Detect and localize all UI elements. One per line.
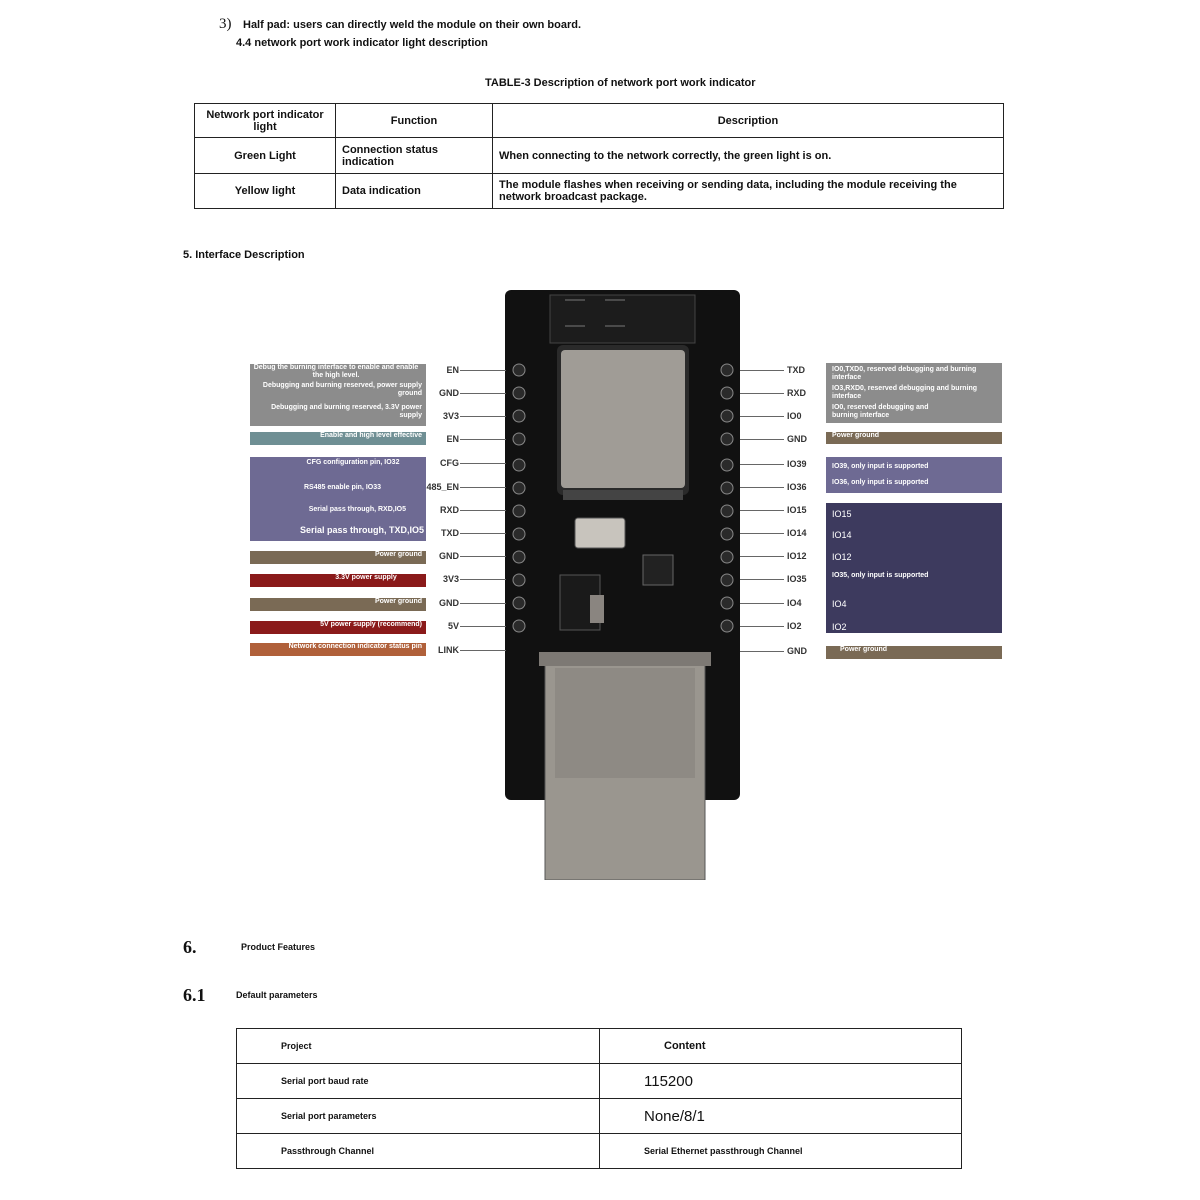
section-4-4-heading: 4.4 network port work indicator light de…: [236, 37, 488, 49]
pin-right: IO39: [787, 459, 807, 469]
pin-right: IO0: [787, 411, 802, 421]
table-header-cell: Function: [335, 103, 493, 138]
pin-right: IO2: [787, 621, 802, 631]
pin-left: EN: [446, 365, 459, 375]
label-group-purple: [250, 457, 426, 541]
table-cell: Green Light: [194, 137, 336, 174]
table3-title: TABLE-3 Description of network port work…: [485, 77, 756, 89]
item-number: 3): [219, 16, 232, 32]
label-debug-en: Debug the burning interface to enable an…: [250, 364, 426, 382]
pin-left: GND: [439, 598, 459, 608]
pin-right: GND: [787, 434, 807, 444]
table-header-row: Project Content: [236, 1028, 962, 1064]
pin-left: 485_EN: [426, 482, 459, 492]
pin-right: IO35: [787, 574, 807, 584]
table-cell: Serial port parameters: [236, 1098, 600, 1134]
section-6-1-title: Default parameters: [236, 990, 318, 1000]
pin-right: TXD: [787, 365, 805, 375]
pin-right: IO36: [787, 482, 807, 492]
label-3v3-supply: 3.3V power supply: [250, 574, 426, 587]
label-io2: IO2: [832, 622, 847, 632]
label-link: Network connection indicator status pin: [250, 643, 426, 656]
table-cell: Connection status indication: [335, 137, 493, 174]
label-txd: Serial pass through, TXD,IO5: [299, 525, 424, 535]
label-pground-1: Power ground: [250, 551, 426, 564]
table3: Network port indicator light Function De…: [194, 103, 1004, 209]
pin-left: 3V3: [442, 411, 459, 421]
default-params-table: Project Content Serial port baud rate 11…: [236, 1028, 962, 1169]
label-gnd-right-1: Power ground: [826, 432, 1002, 444]
label-5v-supply: 5V power supply (recommend): [250, 621, 426, 634]
pin-right: GND: [787, 646, 807, 656]
pin-left: RXD: [439, 505, 459, 515]
pin-right: IO14: [787, 528, 807, 538]
table-header-cell: Project: [236, 1028, 600, 1064]
table-header-cell: Description: [492, 103, 1004, 138]
table-cell: The module flashes when receiving or sen…: [492, 173, 1004, 209]
label-io15: IO15: [832, 509, 852, 519]
pin-right: IO15: [787, 505, 807, 515]
table-cell: None/8/1: [599, 1098, 962, 1134]
label-en-high: Enable and high level effective: [250, 432, 426, 445]
label-cfg: CFG configuration pin, IO32: [306, 459, 400, 466]
pin-left: 3V3: [442, 574, 459, 584]
label-io0: IO0, reserved debugging and burning inte…: [832, 404, 929, 419]
label-io39: IO39, only input is supported: [832, 463, 929, 470]
table-row: Serial port baud rate 115200: [236, 1063, 962, 1099]
section-6-number: 6.: [183, 937, 197, 957]
section-6-title: Product Features: [241, 942, 316, 952]
section-5-heading: 5. Interface Description: [183, 249, 305, 261]
pin-right: IO4: [787, 598, 802, 608]
label-group-navy-right: [826, 503, 1002, 633]
table-cell: 115200: [599, 1063, 962, 1099]
pin-right: RXD: [787, 388, 807, 398]
table-cell: Data indication: [335, 173, 493, 209]
label-io35: IO35, only input is supported: [832, 572, 929, 579]
label-rs485: RS485 enable pin, IO33: [303, 484, 381, 491]
section-6-1-number: 6.1: [183, 985, 206, 1005]
label-group-purple-right: [826, 457, 1002, 493]
label-io14: IO14: [832, 530, 852, 540]
label-txd0: IO0,TXD0, reserved debugging and burning…: [832, 366, 977, 381]
table-row: Passthrough Channel Serial Ethernet pass…: [236, 1133, 962, 1169]
table-row: Yellow light Data indication The module …: [194, 173, 1004, 209]
pin-left: EN: [446, 434, 459, 444]
table-cell: When connecting to the network correctly…: [492, 137, 1004, 174]
table-row: Green Light Connection status indication…: [194, 137, 1004, 174]
table-header-cell: Content: [599, 1028, 962, 1064]
label-rxd0: IO3,RXD0, reserved debugging and burning…: [832, 385, 978, 400]
label-group-gray-right: [826, 363, 1002, 423]
item-text: Half pad: users can directly weld the mo…: [243, 19, 581, 31]
table-row: Serial port parameters None/8/1: [236, 1098, 962, 1134]
label-io4: IO4: [832, 599, 847, 609]
label-debug-gnd: Debugging and burning reserved, power su…: [250, 382, 426, 404]
table-cell: Serial Ethernet passthrough Channel: [599, 1133, 962, 1169]
table-cell: Passthrough Channel: [236, 1133, 600, 1169]
pin-left: GND: [439, 388, 459, 398]
label-pground-2: Power ground: [250, 598, 426, 611]
pin-left: LINK: [438, 645, 459, 655]
label-debug-3v3: Debugging and burning reserved, 3.3V pow…: [250, 404, 426, 426]
table-header-cell: Network port indicator light: [194, 103, 336, 138]
pin-right: IO12: [787, 551, 807, 561]
table-header-row: Network port indicator light Function De…: [194, 103, 1004, 138]
table-cell: Serial port baud rate: [236, 1063, 600, 1099]
label-rxd: Serial pass through, RXD,IO5: [308, 506, 406, 513]
pin-left: GND: [439, 551, 459, 561]
label-gnd-right-2: Power ground: [826, 646, 1002, 659]
label-io12: IO12: [832, 552, 852, 562]
pin-left: 5V: [447, 621, 459, 631]
pin-left: TXD: [441, 528, 459, 538]
board-image: [505, 290, 740, 880]
label-io36: IO36, only input is supported: [832, 479, 929, 486]
pin-left: CFG: [440, 458, 459, 468]
table-cell: Yellow light: [194, 173, 336, 209]
